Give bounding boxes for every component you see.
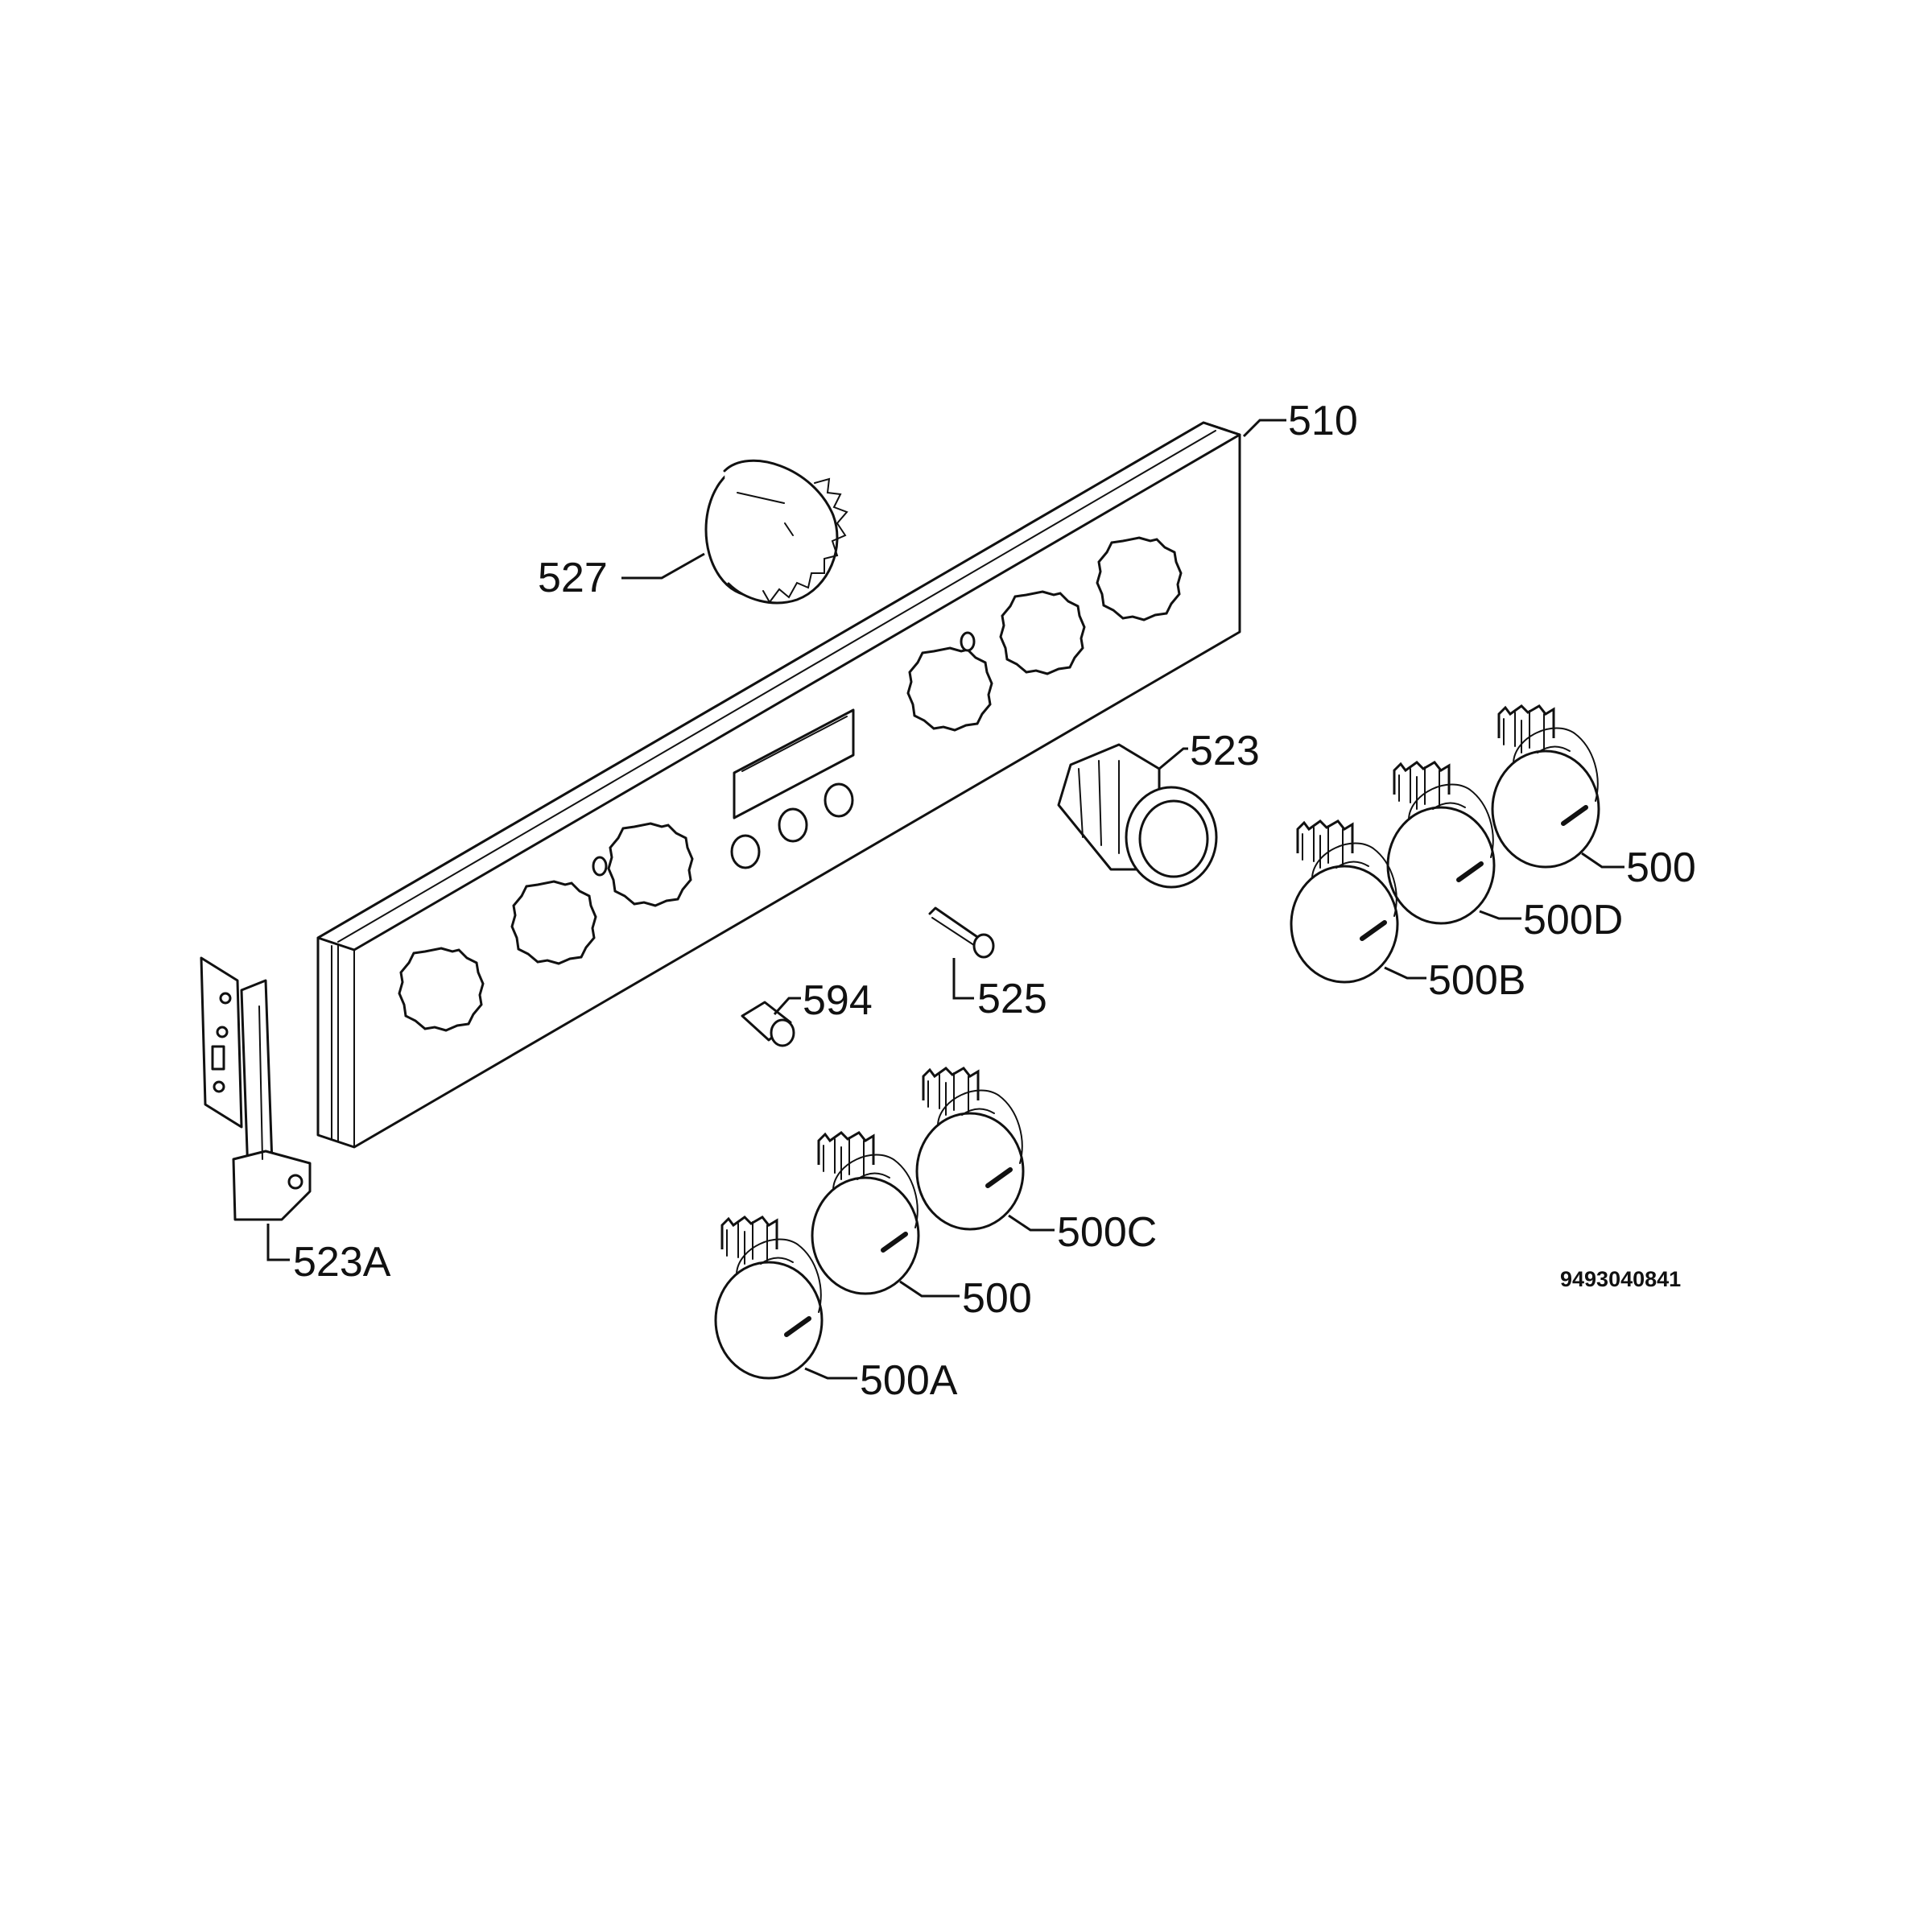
callout-500C: 500C (1057, 1209, 1157, 1256)
callout-523: 523 (1190, 728, 1260, 774)
callout-500A: 500A (860, 1357, 958, 1404)
callout-594: 594 (803, 977, 873, 1024)
spindle-525 (928, 906, 995, 959)
callout-500B: 500B (1428, 957, 1525, 1004)
knob-ring-527 (704, 459, 848, 605)
callout-510: 510 (1288, 398, 1358, 444)
callout-500-mid: 500 (962, 1275, 1032, 1322)
knob-500-mid (812, 1133, 919, 1294)
drawing-number: 9493040841 (1560, 1267, 1681, 1291)
callout-527: 527 (538, 555, 608, 601)
knob-500D (1388, 762, 1494, 923)
leader-lines (266, 419, 1624, 1380)
control-panel-510 (316, 421, 1241, 1149)
callout-500-top: 500 (1626, 844, 1696, 891)
bracket-523A (200, 956, 312, 1221)
callout-525: 525 (977, 976, 1047, 1022)
knob-500C (917, 1068, 1023, 1229)
callout-523A: 523A (293, 1239, 391, 1286)
knob-500B (1291, 821, 1397, 982)
knob-500A (716, 1217, 822, 1378)
plug-594 (741, 1001, 795, 1047)
knob-500-top-right (1492, 706, 1599, 867)
knob-base-523 (1057, 743, 1218, 889)
callout-500D: 500D (1523, 897, 1623, 943)
callout-labels: 510 527 523 500 500D 500B 594 525 523A 5… (293, 398, 1696, 1404)
